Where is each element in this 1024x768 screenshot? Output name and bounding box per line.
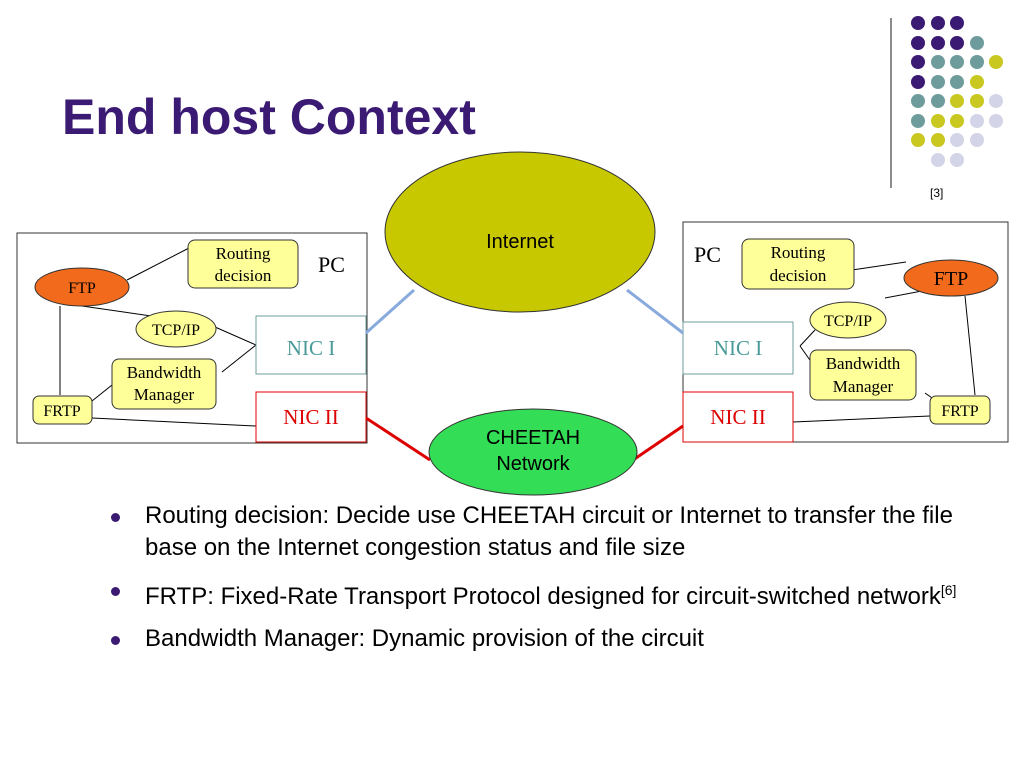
right-nic1-label: NIC I [714,336,762,360]
decorative-dot [969,74,984,89]
decorative-dot [969,55,984,69]
decorative-divider-line [890,18,892,188]
slide-title: End host Context [62,89,476,145]
left-bandwidth-line1: Bandwidth [127,363,202,382]
decorative-dot [911,133,925,147]
left-tcpip-node [135,310,217,348]
decorative-dot [930,16,945,30]
decorative-dot [911,55,925,69]
bullet-item: Bandwidth Manager: Dynamic provision of … [105,623,965,655]
right-ftp-node [903,259,999,297]
left-bandwidth-manager-box [111,358,217,410]
decorative-dot [930,74,945,89]
bullet-text: Routing decision: Decide use CHEETAH cir… [145,502,953,561]
decorative-dot [911,35,925,50]
decorative-dot [930,94,945,108]
bullet-text: Bandwidth Manager: Dynamic provision of … [145,625,704,652]
left-ftp-node [34,267,130,307]
decorative-dot [950,113,964,128]
decorative-dot [989,113,1003,128]
left-nic1-box [255,315,367,375]
cheetah-label-line2: Network [496,453,570,475]
bullet-dot-icon [111,587,120,596]
decorative-dot [930,133,945,147]
left-routing-line2: decision [215,266,272,285]
right-routing-decision-box [741,238,855,290]
decorative-dot [969,35,984,50]
right-nic2-box [682,391,794,443]
right-routing-line2: decision [770,266,827,285]
right-frtp-box [929,395,991,425]
decorative-dot [969,94,984,108]
internet-label: Internet [486,231,554,253]
left-ftp-label: FTP [68,280,96,297]
left-internet-link [364,288,416,335]
internet-cloud [384,151,656,313]
decorative-dot [911,113,925,128]
decorative-dot [969,133,984,147]
decorative-dot [911,94,925,108]
decorative-dot [950,152,964,167]
right-nic2-label: NIC II [710,405,765,429]
left-nic2-label: NIC II [283,405,338,429]
decorative-dot [989,55,1003,69]
right-ftp-label: FTP [934,268,968,290]
cheetah-label-line1: CHEETAH [486,427,580,449]
decorative-dot [911,74,925,89]
right-tcpip-label: TCP/IP [824,313,872,330]
bullet-item: FRTP: Fixed-Rate Transport Protocol desi… [105,574,965,613]
right-pc-connectors [792,261,976,423]
decorative-dot [950,133,964,147]
decorative-dot [969,113,984,128]
citation-ref: [3] [930,186,944,200]
left-bandwidth-line2: Manager [134,385,195,404]
left-frtp-box [32,395,93,425]
left-pc-connectors [59,247,257,427]
bullet-item: Routing decision: Decide use CHEETAH cir… [105,500,965,564]
right-bandwidth-manager-box [809,349,917,401]
decorative-dot [950,16,964,30]
decorative-dot [950,55,964,69]
right-nic1-box [682,321,794,375]
left-pc-label: PC [318,252,345,277]
decorative-dot [911,16,925,30]
left-nic1-label: NIC I [287,336,335,360]
decorative-dot [930,152,945,167]
right-bandwidth-line1: Bandwidth [826,354,901,373]
decorative-dot [930,113,945,128]
left-tcpip-label: TCP/IP [152,322,200,339]
bullet-list: Routing decision: Decide use CHEETAH cir… [105,500,965,665]
decorative-dot [930,35,945,50]
right-pc-label: PC [694,242,721,267]
left-cheetah-link [365,416,431,462]
right-cheetah-link [632,424,684,462]
cheetah-network-cloud [428,408,638,496]
left-nic2-box [255,391,367,443]
decorative-dot [930,55,945,69]
decorative-dot [950,35,964,50]
bullet-dot-icon [111,513,120,522]
decorative-dot [950,94,964,108]
right-internet-link [626,288,684,335]
decorative-dot [950,74,964,89]
network-diagram: PC Routing decision FTP TCP/IP Bandwidth… [16,151,1009,496]
left-routing-decision-box [187,239,299,289]
bullet-dot-icon [111,636,120,645]
decorative-dot [989,94,1003,108]
right-routing-line1: Routing [771,243,826,262]
right-tcpip-node [809,301,887,339]
right-bandwidth-line2: Manager [833,377,894,396]
bullet-reference: [6] [940,582,957,598]
left-frtp-label: FRTP [43,403,80,420]
right-frtp-label: FRTP [941,403,978,420]
left-routing-line1: Routing [216,244,271,263]
bullet-text: FRTP: Fixed-Rate Transport Protocol desi… [145,583,941,610]
